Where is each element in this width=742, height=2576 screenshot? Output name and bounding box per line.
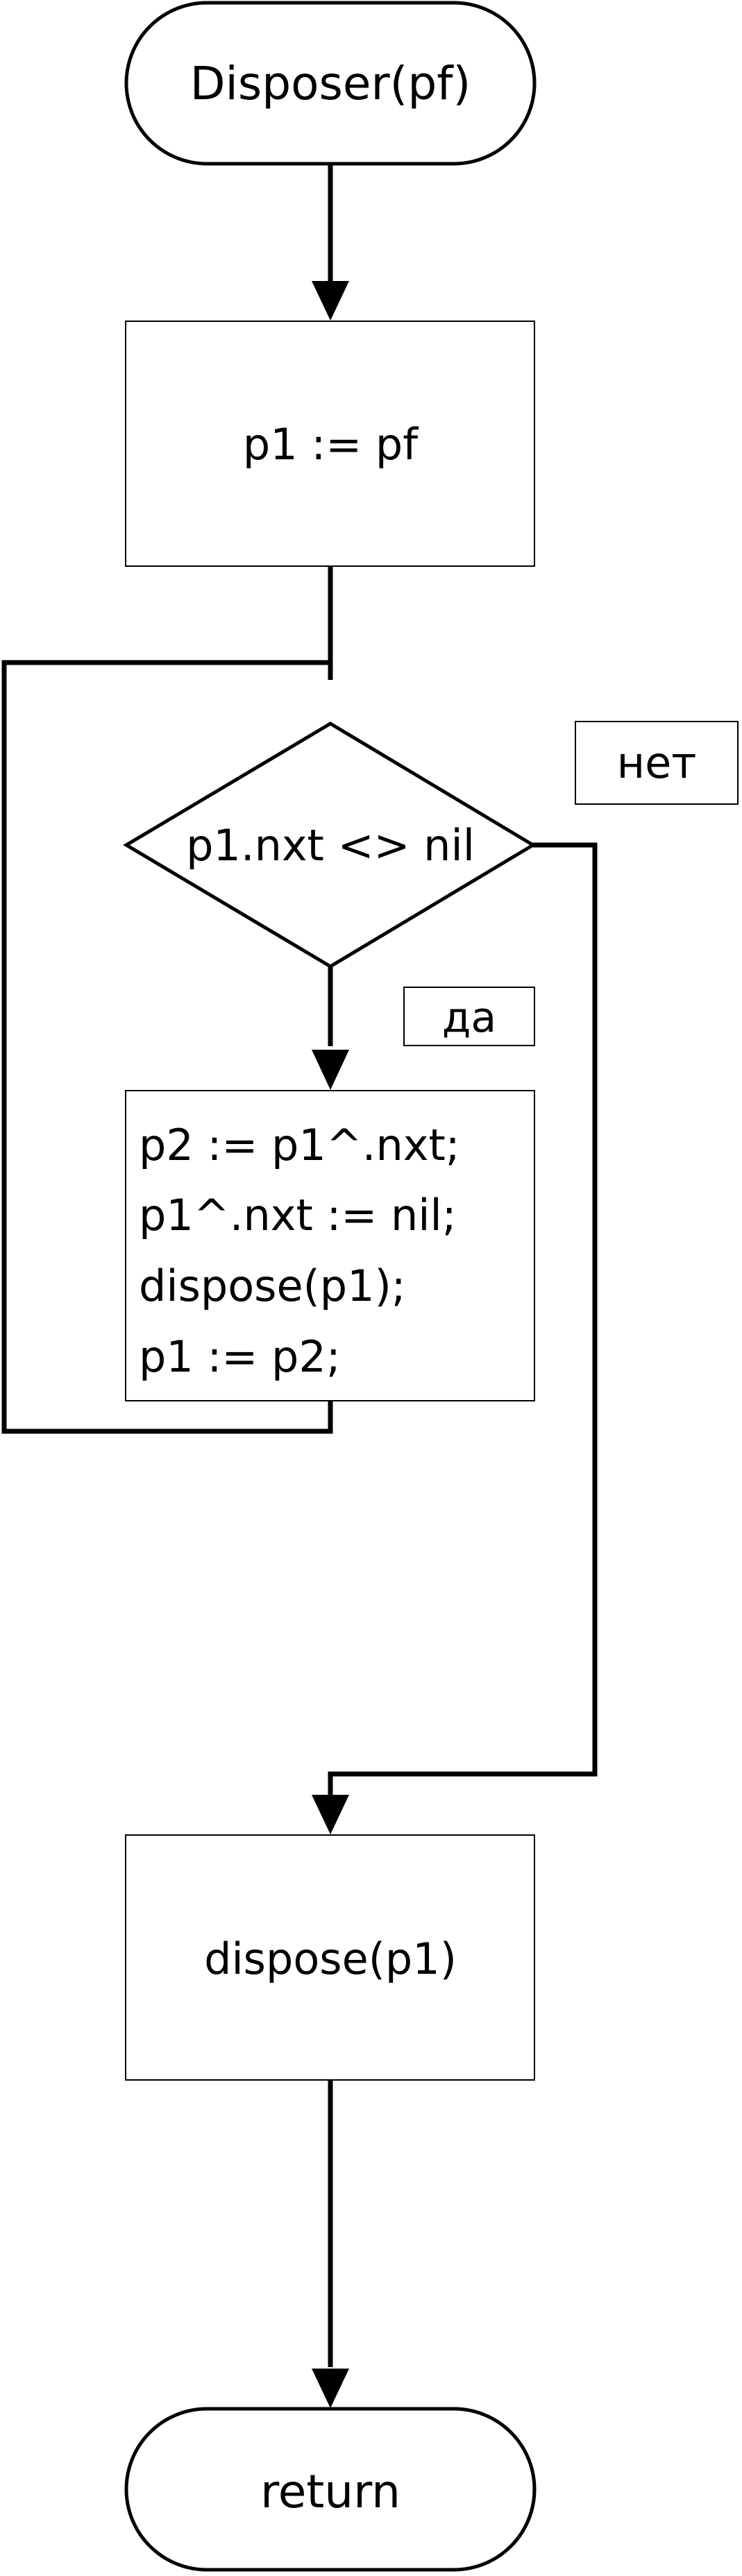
start-terminal: Disposer(pf) <box>124 1 537 166</box>
loop-body-line: p1^.nxt := nil; <box>139 1190 457 1240</box>
arrowhead-body <box>312 1050 349 1090</box>
loop-body-line: dispose(p1); <box>139 1261 406 1311</box>
branch-no-label: нет <box>617 737 697 788</box>
condition-diamond <box>123 722 537 969</box>
branch-yes: да <box>403 987 535 1046</box>
start-terminal-shape <box>124 1 537 166</box>
final-box <box>125 1834 535 2081</box>
branch-yes-label: да <box>442 993 496 1042</box>
arrowhead-final <box>312 1795 349 1834</box>
assign-process: p1 := pf <box>125 321 535 567</box>
end-terminal-shape <box>124 2407 537 2572</box>
branch-no-box <box>575 721 739 805</box>
arrowhead-assign <box>312 281 349 321</box>
end-terminal: return <box>124 2407 537 2572</box>
loop-body-line: p1 := p2; <box>139 1331 341 1382</box>
assign-box <box>125 321 535 567</box>
condition-label: p1.nxt <> nil <box>186 820 475 871</box>
loop-body-box <box>125 1090 535 1401</box>
branch-yes-box <box>403 987 535 1046</box>
arrowheads <box>312 281 349 2408</box>
loop-body-process: p2 := p1^.nxt; p1^.nxt := nil; dispose(p… <box>125 1090 535 1401</box>
final-process: dispose(p1) <box>125 1834 535 2081</box>
arrowhead-end <box>312 2369 349 2408</box>
loop-body-line: p2 := p1^.nxt; <box>139 1120 460 1170</box>
connector-loop-back <box>1 660 333 1434</box>
connector-no-branch <box>328 842 598 1797</box>
connectors <box>1 164 598 2367</box>
end-label: return <box>260 2465 400 2518</box>
condition-decision: p1.nxt <> nil <box>123 722 537 969</box>
start-label: Disposer(pf) <box>190 57 471 110</box>
final-label: dispose(p1) <box>204 1934 457 1984</box>
branch-no: нет <box>575 721 739 805</box>
assign-label: p1 := pf <box>243 419 419 470</box>
